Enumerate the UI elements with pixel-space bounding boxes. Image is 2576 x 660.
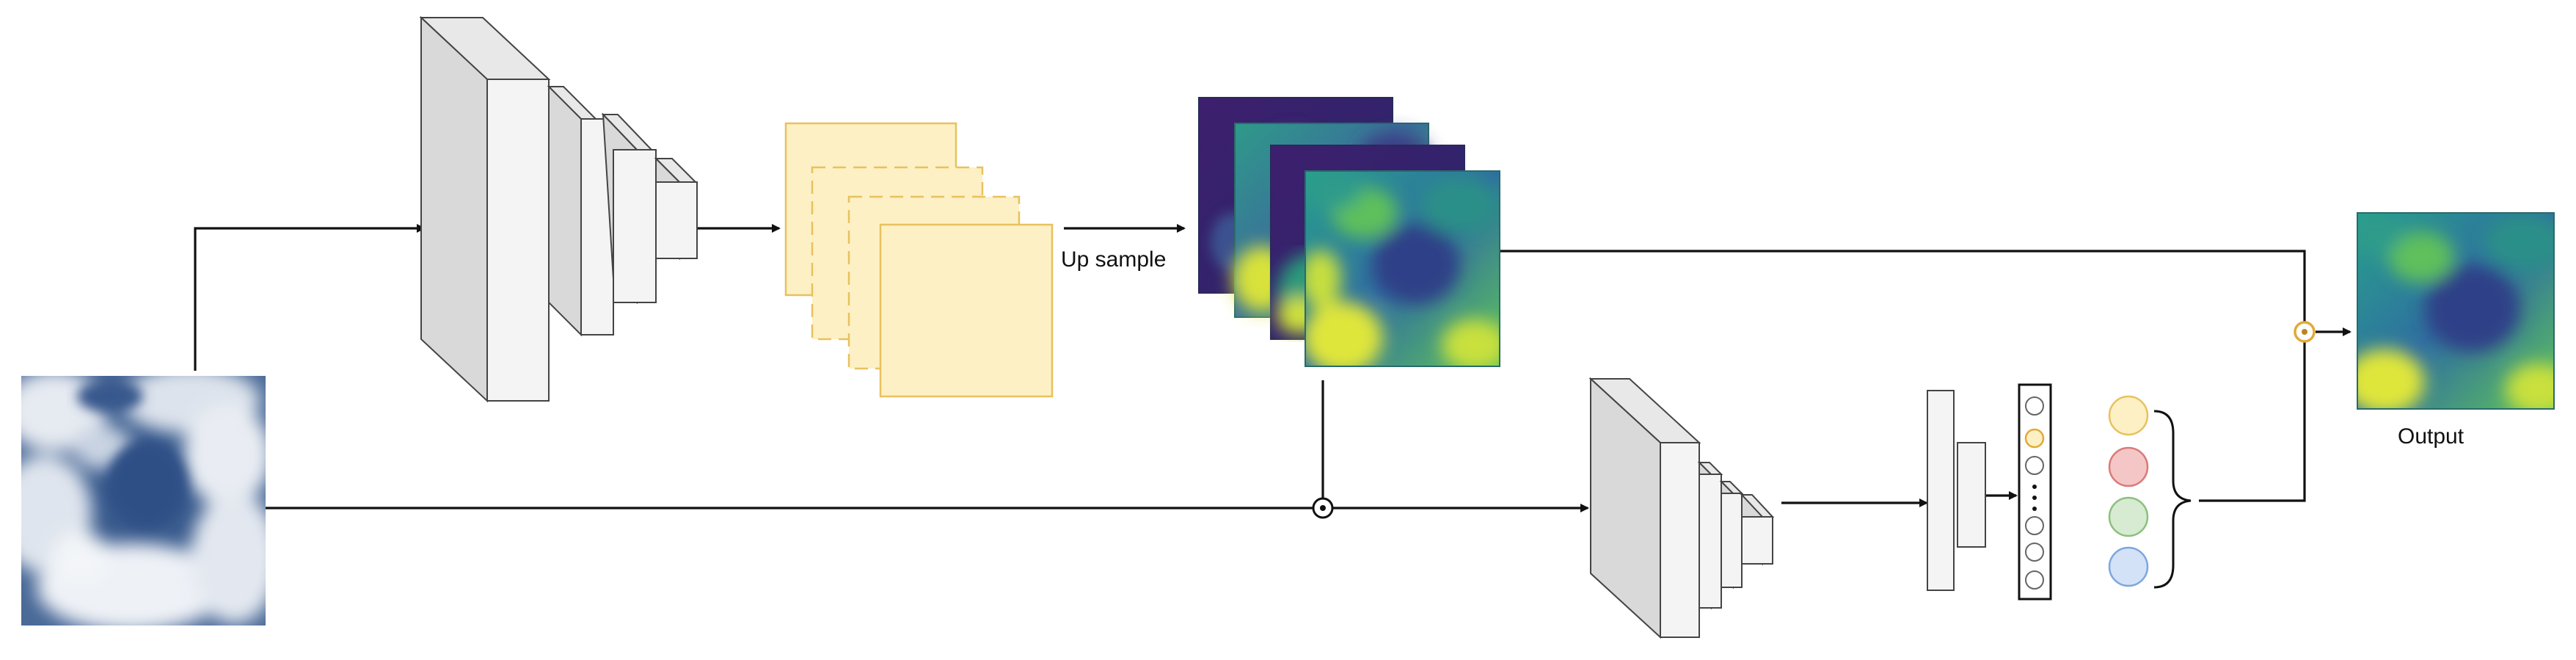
class-circle-blue <box>2108 546 2149 587</box>
classifier-block <box>1588 377 1775 639</box>
connections <box>194 224 2351 512</box>
input-to-encoder-arrow <box>194 224 426 371</box>
heatmap-to-fusion-line <box>1500 250 2306 322</box>
output-label: Output <box>2398 424 2464 449</box>
multiply-icon <box>1312 497 1334 519</box>
input-sky-image <box>21 376 266 625</box>
class-circle-yellow <box>2108 395 2149 436</box>
fc-layer-2 <box>1957 442 1986 548</box>
fusion-node-icon <box>2294 321 2316 343</box>
neuron-column <box>2018 383 2052 601</box>
heatmap-stack <box>1198 97 1500 367</box>
fully-connected-layers <box>1927 390 1986 591</box>
fc-layer-1 <box>1927 390 1955 591</box>
class-circle-red <box>2108 446 2149 487</box>
class-circle-green <box>2108 496 2149 537</box>
feature-map-stack <box>784 122 1054 398</box>
encoder-block <box>419 15 698 403</box>
heatmap-4 <box>1305 170 1500 367</box>
class-circles <box>2108 395 2149 587</box>
output-heatmap <box>2357 212 2555 410</box>
upsample-label: Up sample <box>1061 247 1166 272</box>
classes-to-fusion-line <box>2199 342 2306 502</box>
class-brace <box>2153 410 2192 589</box>
